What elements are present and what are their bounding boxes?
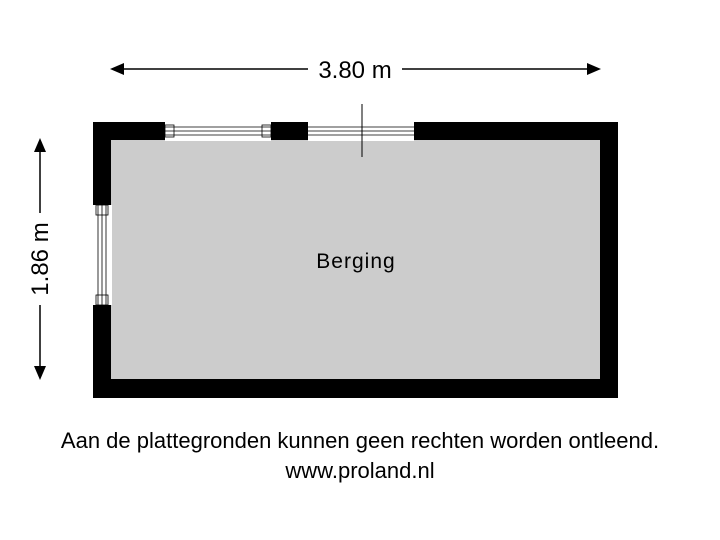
- top-window-right: [308, 104, 414, 157]
- width-arrow-left-icon: [110, 63, 124, 75]
- room-label: Berging: [316, 250, 395, 273]
- height-arrow-top-icon: [34, 138, 46, 152]
- disclaimer-text: Aan de plattegronden kunnen geen rechten…: [60, 428, 660, 453]
- left-window: [92, 204, 112, 306]
- width-dimension: 3.80 m: [110, 57, 601, 84]
- height-dimension: 1.86 m: [27, 138, 54, 380]
- room-floor-inner: [111, 140, 600, 379]
- width-arrow-right-icon: [587, 63, 601, 75]
- top-window-left: [164, 121, 272, 141]
- height-dimension-label: 1.86 m: [27, 222, 54, 295]
- height-arrow-bottom-icon: [34, 366, 46, 380]
- website-link[interactable]: www.proland.nl: [285, 458, 435, 483]
- width-dimension-label: 3.80 m: [318, 57, 391, 84]
